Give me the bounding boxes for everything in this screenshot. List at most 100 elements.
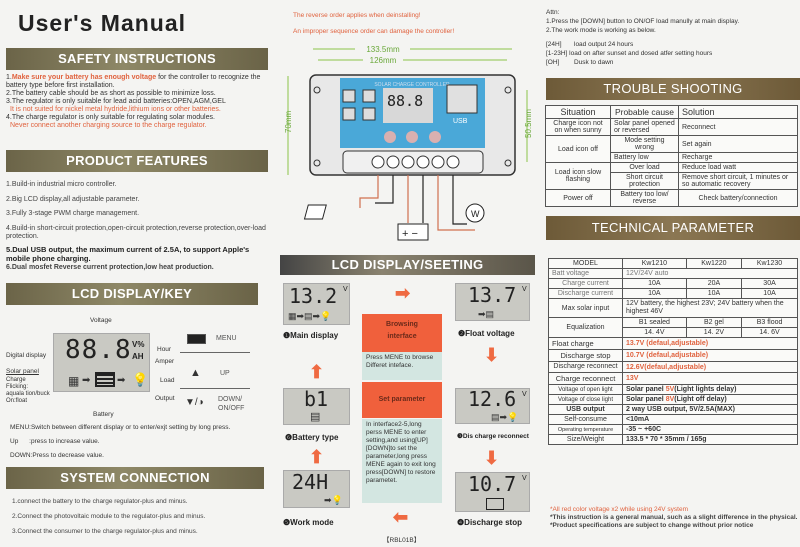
safety-item-4: 4.The charge regulator is only suitable …: [6, 114, 215, 129]
label-digital-display: Digital display: [6, 352, 47, 359]
label-battery: Battery: [93, 411, 114, 418]
tech-notes: *All red color voltage x2 while using 24…: [550, 506, 798, 529]
battery-icon: ➡▤: [478, 309, 495, 319]
features-list: 1.Build-in industrial micro controller. …: [6, 181, 272, 272]
divider: [180, 352, 250, 353]
table-row: Self-consume<10mA: [548, 414, 798, 425]
dimension-height-label: 70mm: [284, 110, 293, 133]
divider: [180, 388, 250, 389]
lcd-setting-header: LCD DISPLAY/SEETING: [280, 255, 535, 275]
svg-text:W: W: [471, 209, 480, 219]
battery-empty-icon: [486, 498, 504, 510]
right-column: Attn:1.Press the [DOWN] button to ON/OF …: [540, 0, 800, 547]
lcd-units: AH: [132, 352, 144, 361]
warning-deinstall: The reverse order applies when deinstall…: [293, 12, 421, 19]
battery-icon: ▤: [310, 411, 321, 423]
arrow-icon: ➡: [82, 375, 91, 386]
solar-battery-load-icons: ▦➡▤➡💡: [288, 311, 332, 321]
left-column: User's Manual SAFETY INSTRUCTIONS 1.Make…: [0, 0, 272, 547]
dimension-inner-label: 126mm: [370, 56, 397, 65]
key-desc-up: Up :press to increase value.: [10, 438, 100, 445]
key-desc-down: DOWN:Press to decrease value.: [10, 452, 104, 459]
system-item: 3.Connect the consumer to the charge reg…: [12, 528, 198, 535]
feature-item: 2.Big LCD display,all adjustable paramet…: [6, 195, 140, 203]
page-title: User's Manual: [18, 10, 187, 36]
tech-header: TECHNICAL PARAMETER: [546, 216, 800, 240]
label-voltage: Voltage: [90, 317, 112, 324]
table-row: Operating temperature-35 ~ +60C: [548, 424, 798, 435]
screen-caption: ❹Discharge stop: [457, 518, 522, 527]
system-item: 1.connect the battery to the charge regu…: [12, 498, 188, 505]
set-parameter-box: Set parameter: [362, 382, 442, 418]
screen-caption: ❷Float voltage: [458, 329, 515, 338]
warning-sequence: An improper sequence order can damage th…: [293, 28, 455, 35]
up-key-label: UP: [220, 370, 230, 377]
down-key-label: DOWN/ ON/OFF: [218, 396, 245, 412]
set-parameter-desc: In interface2-5,long perss MENE to enter…: [362, 419, 442, 503]
usb-label: USB: [453, 118, 468, 125]
screen-caption: ❸Dis charge reconnect: [457, 433, 529, 440]
arrow-down-icon: ⬇: [484, 345, 500, 365]
feature-item: 6.Dual mosfet Reverse current protection…: [6, 263, 214, 271]
lcd-units: V%: [132, 340, 145, 349]
lcd-diagram: 88.8 V% AH ▦ ➡ ➡ 💡: [53, 333, 150, 392]
label-amper: Amper: [155, 358, 175, 365]
feature-item: 1.Build-in industrial micro controller.: [6, 181, 117, 188]
bulb-icon: 💡: [132, 372, 149, 387]
lcd-key-header: LCD DISPLAY/KEY: [6, 283, 258, 305]
label-output: Output: [155, 395, 175, 402]
arrow-down-icon: ⬇: [484, 448, 500, 468]
browsing-desc: Press MENE to browse Differet inteface.: [362, 352, 442, 380]
panel-title: SOLAR CHARGE CONTROLLER: [374, 82, 450, 88]
menu-key-icon[interactable]: [187, 334, 206, 344]
battery-load-icon: ▤➡💡: [491, 412, 519, 422]
key-desc-menu: MENU:Switch between different display or…: [10, 424, 231, 431]
dimension-outer-label: 133.5mm: [366, 45, 400, 54]
screen-caption: ❶Main display: [283, 331, 339, 340]
dimension-hole-label: 50.5mm: [524, 109, 533, 138]
trouble-header: TROUBLE SHOOTING: [546, 78, 800, 100]
usb-port: [446, 84, 478, 114]
feature-item: 5.Dual USB output, the maximum current o…: [6, 244, 250, 263]
screen-caption: ❺Work mode: [283, 518, 334, 527]
lcd-digits: 88.8: [65, 335, 132, 365]
up-key-icon[interactable]: ▲: [190, 367, 201, 379]
safety-header: SAFETY INSTRUCTIONS: [6, 48, 268, 70]
arrow-icon: ➡: [117, 375, 126, 386]
arrow-up-icon: ⬆: [309, 447, 325, 467]
solar-panel-icon: [303, 204, 327, 220]
solar-panel-icon: ▦: [68, 374, 80, 388]
down-onoff-key-icon[interactable]: ▼/◑: [185, 397, 204, 408]
system-header: SYSTEM CONNECTION: [6, 467, 264, 489]
safety-list: 1.Make sure your battery has enough volt…: [6, 74, 272, 130]
screen-caption: ❻Battery type: [285, 433, 339, 442]
safety-item-2: 2.The battery cable should be as short a…: [6, 90, 216, 97]
svg-text:+ −: + −: [402, 228, 418, 240]
middle-column: The reverse order applies when deinstall…: [275, 0, 540, 547]
screen-battery-type: b1 ▤: [283, 387, 350, 425]
arrow-up-icon: ⬆: [309, 362, 325, 382]
lamp-icon: [465, 203, 485, 223]
load-icon: ➡💡: [324, 495, 343, 505]
feature-item: 4.Build-in short-circuit protection,open…: [6, 224, 266, 240]
